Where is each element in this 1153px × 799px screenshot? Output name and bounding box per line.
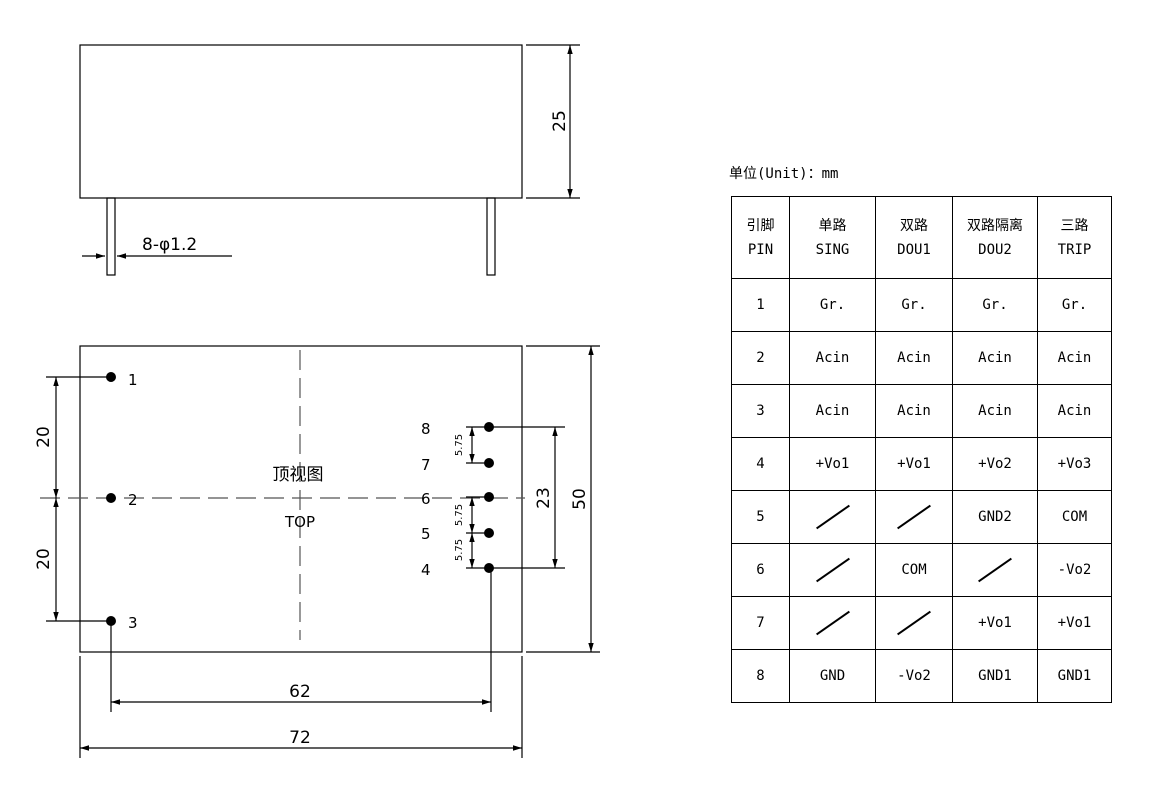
dim-label-23: 23 [534,487,554,509]
header-cell: 双路隔离 DOU2 [952,196,1038,279]
pin-number: 6 [421,490,431,508]
pin-dot-4 [484,563,494,573]
pin-number: 3 [128,614,138,632]
table-cell: +Vo1 [1037,596,1112,650]
side-body [79,44,523,199]
pin-dot-6 [484,492,494,502]
pin-dots [106,372,494,626]
table-cell: / [952,543,1038,597]
table-cell: / [789,543,876,597]
header-cell: 单路 SING [789,196,876,279]
pin-dot-8 [484,422,494,432]
side-pin-left [106,197,116,276]
pin-number-cell: 3 [731,384,790,438]
table-cell: +Vo3 [1037,437,1112,491]
pin-dot-2 [106,493,116,503]
table-cell: +Vo1 [789,437,876,491]
pin-number: 4 [421,561,431,579]
table-cell: GND1 [1037,649,1112,703]
pin-number: 7 [421,456,431,474]
table-cell: -Vo2 [1037,543,1112,597]
pin-number-cell: 5 [731,490,790,544]
pin-number: 5 [421,525,431,543]
top-view-label: TOP [284,513,315,531]
not-connected-slash: / [897,610,931,636]
pin-assignment-table: 引脚 PIN 单路 SING 双路 DOU1 双路隔离 DOU2 三路 TRIP… [731,196,1112,703]
pin-dot-1 [106,372,116,382]
table-cell: COM [1037,490,1112,544]
header-cell: 双路 DOU1 [875,196,953,279]
not-connected-slash: / [815,504,850,530]
pin-number-cell: 4 [731,437,790,491]
table-cell: Acin [1037,384,1112,438]
table-row: 7 / / +Vo1+Vo1 [731,596,1112,650]
dim-label-5-75: 5.75 [454,504,465,526]
dim-label-20-top: 20 [34,426,54,448]
table-cell: COM [875,543,953,597]
top-view-title: 顶视图 [273,465,324,485]
header-cell: 三路 TRIP [1037,196,1112,279]
table-cell: / [875,596,953,650]
pin-number: 8 [421,420,431,438]
dim-label-72: 72 [289,728,311,748]
table-cell: +Vo1 [952,596,1038,650]
table-cell: Acin [789,331,876,385]
dim-label-20-bottom: 20 [34,548,54,570]
pin-spec-label: 8-φ1.2 [142,235,197,255]
table-header-row: 引脚 PIN 单路 SING 双路 DOU1 双路隔离 DOU2 三路 TRIP [731,196,1112,279]
table-cell: GND [789,649,876,703]
table-cell: / [875,490,953,544]
pin-number-cell: 1 [731,278,790,332]
not-connected-slash: / [815,610,850,636]
table-cell: / [789,596,876,650]
not-connected-slash: / [815,557,850,583]
table-cell: GND2 [952,490,1038,544]
table-cell: Acin [789,384,876,438]
pin-number-cell: 6 [731,543,790,597]
header-cell: 引脚 PIN [731,196,790,279]
pin-dot-5 [484,528,494,538]
dim-label-50: 50 [570,488,590,510]
pin-dot-3 [106,616,116,626]
not-connected-slash: / [978,557,1012,583]
table-cell: Acin [952,384,1038,438]
table-cell: Gr. [1037,278,1112,332]
table-cell: GND1 [952,649,1038,703]
table-row: 4+Vo1+Vo1+Vo2+Vo3 [731,437,1112,491]
pin-number-cell: 2 [731,331,790,385]
table-row: 6 / COM / -Vo2 [731,543,1112,597]
table-cell: Gr. [789,278,876,332]
table-cell: / [789,490,876,544]
side-view [79,44,580,276]
table-cell: Gr. [952,278,1038,332]
not-connected-slash: / [897,504,931,530]
pin-number: 1 [128,371,138,389]
pin-number-cell: 8 [731,649,790,703]
table-cell: Acin [952,331,1038,385]
dim-label-25: 25 [550,110,570,132]
table-cell: Acin [875,384,953,438]
dim-label-62: 62 [289,682,311,702]
pin-number-cell: 7 [731,596,790,650]
table-cell: Acin [875,331,953,385]
dim-label-5-75: 5.75 [454,434,465,456]
top-body [79,345,523,653]
table-cell: +Vo1 [875,437,953,491]
top-view [40,345,600,758]
table-cell: -Vo2 [875,649,953,703]
table-cell: Gr. [875,278,953,332]
pin-number: 2 [128,491,138,509]
dim-label-5-75: 5.75 [454,539,465,561]
unit-label: 单位(Unit)：mm [729,166,839,182]
side-pin-right [486,197,496,276]
pin-dot-7 [484,458,494,468]
table-cell: +Vo2 [952,437,1038,491]
table-cell: Acin [1037,331,1112,385]
